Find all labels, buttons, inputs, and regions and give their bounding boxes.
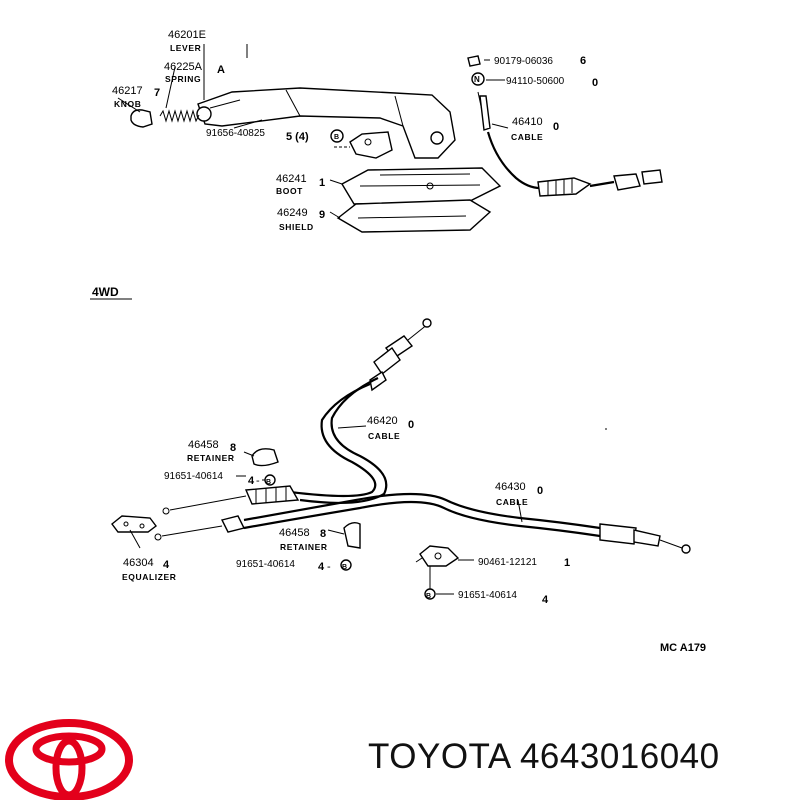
svg-text:46458: 46458 [188, 439, 219, 451]
svg-text:94110-50600: 94110-50600 [506, 76, 565, 87]
svg-text:EQUALIZER: EQUALIZER [122, 572, 177, 582]
svg-text:-: - [327, 561, 331, 573]
top-leader-lines [117, 44, 509, 219]
part-label-cable-46420: 46420 0 CABLE [367, 415, 414, 441]
svg-text:B: B [266, 479, 271, 486]
part-label-shield: 46249 9 SHIELD [277, 207, 325, 232]
cable-46430-drawing [154, 492, 691, 554]
part-label-retainer-1: 46458 8 RETAINER [187, 439, 236, 463]
section-label-4wd: 4WD [90, 285, 132, 300]
part-label-clamp: 90461-12121 1 [478, 557, 570, 569]
part-label-knob: 46217 7 KNOB [112, 85, 160, 109]
svg-text:4: 4 [542, 594, 549, 606]
part-label-bolt-top: 90179-06036 6 [494, 55, 586, 67]
svg-text:B: B [342, 564, 347, 571]
svg-text:46201E: 46201E [168, 29, 206, 41]
svg-text:90461-12121: 90461-12121 [478, 557, 537, 568]
svg-text:A: A [217, 64, 225, 76]
part-label-spring: 46225A SPRING A [164, 61, 225, 84]
part-label-bolt-retainer-1: 91651-40614 4 - [164, 471, 260, 487]
svg-text:CABLE: CABLE [496, 497, 528, 507]
equalizer-drawing [111, 515, 157, 549]
part-label-bolt-clamp: 91651-40614 4 [458, 590, 549, 606]
part-label-boot: 46241 1 BOOT [276, 173, 325, 196]
svg-text:4: 4 [163, 559, 170, 571]
svg-text:4: 4 [318, 561, 325, 573]
svg-text:9: 9 [319, 209, 325, 221]
svg-text:46420: 46420 [367, 415, 398, 427]
bolt-markers: B B B B [266, 129, 431, 600]
svg-text:46430: 46430 [495, 481, 526, 493]
svg-text:SHIELD: SHIELD [279, 222, 314, 232]
svg-text:8: 8 [320, 528, 326, 540]
svg-text:5 (4): 5 (4) [286, 131, 309, 143]
cable-46420-drawing [162, 318, 432, 515]
svg-text:90179-06036: 90179-06036 [494, 56, 553, 67]
svg-text:6: 6 [580, 55, 586, 67]
svg-text:B: B [334, 134, 339, 141]
svg-text:1: 1 [564, 557, 570, 569]
svg-text:N: N [474, 75, 480, 84]
svg-text:RETAINER: RETAINER [187, 453, 235, 463]
svg-text:46217: 46217 [112, 85, 143, 97]
svg-text:91651-40614: 91651-40614 [164, 471, 223, 482]
diagram-ref-code: MC A179 [660, 642, 706, 654]
svg-text:1: 1 [319, 177, 325, 189]
part-label-lever: 46201E LEVER [168, 29, 206, 53]
svg-text:-: - [256, 475, 260, 487]
svg-text:91651-40614: 91651-40614 [458, 590, 517, 601]
svg-text:8: 8 [230, 442, 236, 454]
part-label-nut-top: 94110-50600 0 [506, 76, 598, 89]
svg-text:0: 0 [408, 419, 414, 431]
svg-text:CABLE: CABLE [368, 431, 400, 441]
part-label-cable-46410: 46410 0 CABLE [511, 116, 559, 142]
svg-text:91656-40825: 91656-40825 [206, 128, 265, 139]
svg-text:46410: 46410 [512, 116, 543, 128]
svg-text:4WD: 4WD [92, 285, 119, 299]
svg-text:0: 0 [537, 485, 543, 497]
svg-text:46241: 46241 [276, 173, 307, 185]
part-label-bolt-retainer-2: 91651-40614 4 - [236, 559, 331, 573]
svg-text:SPRING: SPRING [165, 74, 201, 84]
svg-text:LEVER: LEVER [170, 43, 201, 53]
svg-text:46458: 46458 [279, 527, 310, 539]
svg-text:4: 4 [248, 475, 255, 487]
part-label-equalizer: 46304 4 EQUALIZER [122, 557, 177, 582]
svg-text:0: 0 [592, 77, 598, 89]
svg-text:RETAINER: RETAINER [280, 542, 328, 552]
svg-text:KNOB: KNOB [114, 99, 141, 109]
svg-text:46304: 46304 [123, 557, 154, 569]
front-cable-drawing: N [467, 55, 663, 197]
svg-text:7: 7 [154, 87, 160, 99]
toyota-emblem-logo [5, 719, 133, 800]
svg-text:CABLE: CABLE [511, 132, 543, 142]
part-label-bolt-lever: 91656-40825 5 (4) [206, 128, 309, 143]
svg-text:91651-40614: 91651-40614 [236, 559, 295, 570]
product-title: TOYOTA 4643016040 [368, 737, 720, 776]
svg-text:BOOT: BOOT [276, 186, 303, 196]
boot-shield-drawing [336, 167, 502, 233]
part-label-retainer-2: 46458 8 RETAINER [279, 527, 328, 552]
retainers-clamp-drawing [251, 448, 460, 600]
part-label-cable-46430: 46430 0 CABLE [495, 481, 543, 507]
lever-assembly-drawing [130, 87, 456, 159]
4wd-leader-lines [236, 425, 607, 595]
svg-text:46249: 46249 [277, 207, 308, 219]
svg-text:B: B [426, 593, 431, 600]
svg-text:0: 0 [553, 121, 559, 133]
svg-text:46225A: 46225A [164, 61, 203, 73]
